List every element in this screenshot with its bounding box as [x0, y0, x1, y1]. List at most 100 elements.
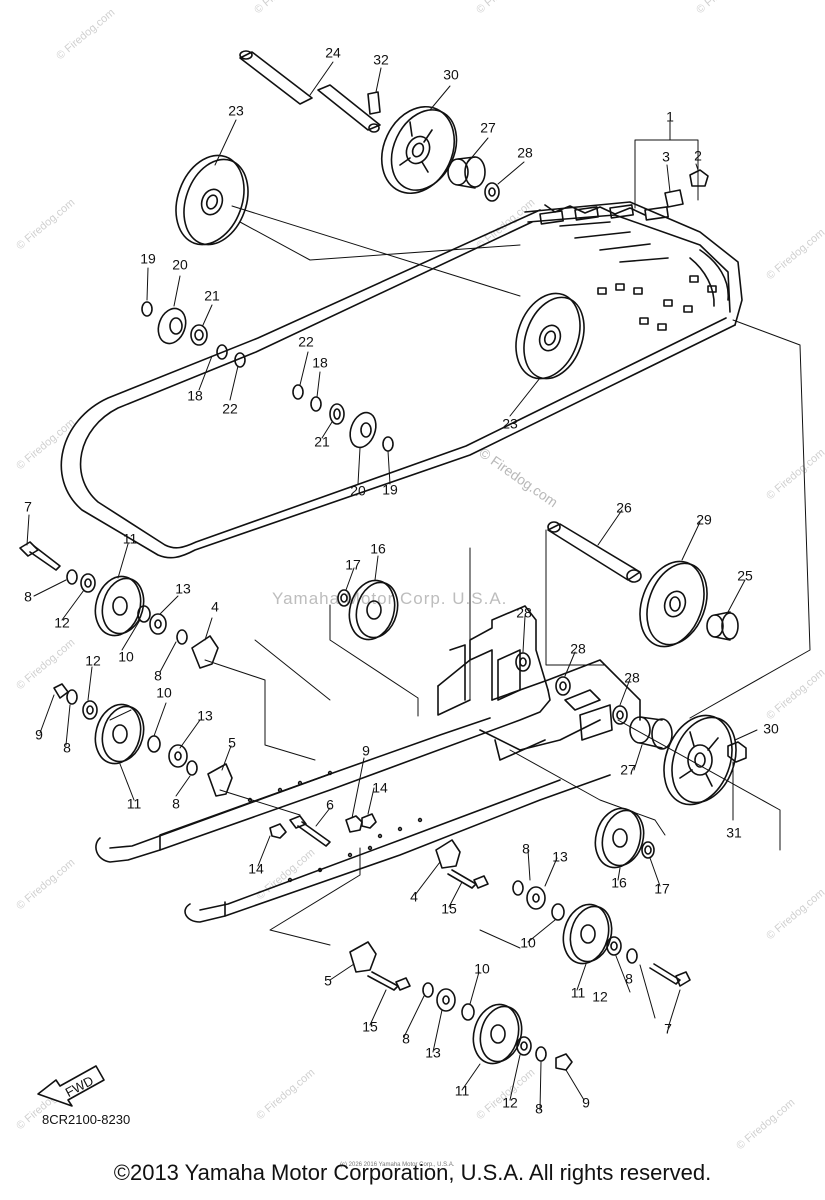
- label-leaders: [26, 61, 758, 1111]
- part-number-label: 21: [314, 434, 330, 450]
- part-29-wheel: [639, 560, 708, 648]
- drawing-lines: [19, 50, 811, 1111]
- part-number-label: 10: [520, 935, 536, 951]
- part-number-label: 4: [211, 599, 219, 615]
- part-number-label: 12: [592, 989, 608, 1005]
- part-number-label: 16: [611, 875, 627, 891]
- watermark-firedog: © Firedog.com: [764, 227, 825, 283]
- watermark-yamaha: Yamaha Motor Corp. U.S.A.: [272, 589, 507, 608]
- part-number-label: 7: [664, 1021, 672, 1037]
- part-number-label: 19: [140, 251, 156, 267]
- watermark-firedog-center: © Firedog.com: [476, 444, 561, 510]
- part-number-label: 14: [248, 861, 264, 877]
- slide-rail-frame: [95, 605, 641, 923]
- copyright-notice: ©2013 Yamaha Motor Corporation, U.S.A. A…: [113, 1160, 712, 1185]
- watermark-firedog: © Firedog.com: [764, 887, 825, 943]
- part-number-label: 3: [662, 149, 670, 165]
- left-roller-assembly-lower: [53, 683, 198, 776]
- left-bearing-stack: [141, 301, 246, 368]
- part-number-label: 22: [298, 334, 314, 350]
- part-number-label: 15: [441, 901, 457, 917]
- part-number-label: 15: [362, 1019, 378, 1035]
- part-7-bolt-left: [19, 541, 61, 571]
- watermark-firedog: © Firedog.com: [14, 197, 77, 253]
- part-6-bolt: [289, 815, 331, 847]
- part-number-label: 14: [372, 780, 388, 796]
- part-number-label: 10: [474, 961, 490, 977]
- part-number-label: 23: [228, 103, 244, 119]
- part-number-label: 17: [654, 881, 670, 897]
- part-number-label: 27: [620, 762, 636, 778]
- watermark-firedog: © Firedog.com: [694, 0, 757, 16]
- part-number-label: 21: [204, 288, 220, 304]
- part-number-label: 2: [694, 148, 702, 164]
- tiny-credit: (c) 2026 2016 Yamaha Motor Corp., U.S.A.: [340, 1162, 455, 1168]
- part-number-label: 9: [362, 743, 370, 759]
- part-23-wheel-left: [175, 154, 249, 246]
- middle-bearing-stack: [292, 384, 394, 452]
- part-4-bracket-lower: [435, 839, 461, 869]
- part-28-washer: [484, 182, 500, 202]
- part-16-roller-left: [337, 579, 399, 641]
- part-number-label: 13: [425, 1045, 441, 1061]
- part-number-label: 11: [127, 796, 142, 812]
- watermark-firedog: © Firedog.com: [252, 0, 315, 16]
- part-number-label: 12: [502, 1095, 518, 1111]
- part-23-wheel-right: [515, 292, 585, 380]
- part-number-label: 13: [175, 581, 191, 597]
- part-number-label: 31: [726, 825, 742, 841]
- part-number-label: 4: [410, 889, 418, 905]
- watermark-firedog: © Firedog.com: [14, 637, 77, 693]
- part-number-label: 8: [24, 589, 32, 605]
- part-number-label: 26: [616, 500, 632, 516]
- part-number-label: 5: [324, 973, 332, 989]
- left-roller-assembly-upper: [66, 569, 188, 645]
- watermark-firedog: © Firedog.com: [14, 417, 77, 473]
- part-number-label: 18: [187, 388, 203, 404]
- part-number-label: 1: [666, 109, 674, 125]
- part-15-bolt-upper: [447, 869, 489, 889]
- part-number-label: 8: [535, 1101, 543, 1117]
- part-number-label: 23: [502, 416, 518, 432]
- watermark-firedog: © Firedog.com: [734, 1097, 797, 1153]
- part-number-label: 8: [625, 971, 633, 987]
- part-4-bracket-upper: [191, 635, 219, 669]
- watermark-firedog: © Firedog.com: [254, 1067, 317, 1123]
- part-27-spacer-top: [447, 156, 486, 189]
- part-number-label: 28: [624, 670, 640, 686]
- part-number-label: 5: [228, 735, 236, 751]
- part-number-label: 27: [480, 120, 496, 136]
- part-32-pin: [367, 91, 381, 115]
- part-number-label: 10: [118, 649, 134, 665]
- part-number-label: 30: [443, 67, 459, 83]
- part-2-3-sliders: [664, 169, 709, 208]
- part-number-label: 17: [345, 557, 361, 573]
- part-number-label: 13: [552, 849, 568, 865]
- bottom-roller-assembly: [422, 982, 573, 1071]
- part-30-wheel-lower: [663, 714, 737, 806]
- part-number-label: 8: [63, 740, 71, 756]
- part-27-spacer-lower: [629, 716, 673, 750]
- watermark-firedog: © Firedog.com: [474, 0, 537, 16]
- part-labels: 1234455677888888889991010101011111111121…: [24, 45, 779, 1117]
- part-25-spacer: [706, 611, 739, 641]
- part-number-label: 9: [582, 1095, 590, 1111]
- part-number-label: 11: [455, 1083, 470, 1099]
- part-number-label: 8: [172, 796, 180, 812]
- part-number-label: 11: [571, 985, 586, 1001]
- watermark-firedog: © Firedog.com: [54, 7, 117, 63]
- part-number-label: 11: [123, 531, 138, 547]
- part-5-bracket-upper: [207, 763, 233, 797]
- part-30-wheel-top: [380, 105, 458, 195]
- diagram-code: 8CR2100-8230: [42, 1112, 130, 1127]
- part-16-roller-right: [594, 807, 655, 869]
- part-number-label: 7: [24, 499, 32, 515]
- lower-roller-assembly-right: [512, 880, 638, 965]
- fwd-arrow-icon: [37, 1065, 105, 1107]
- part-31-nut: [727, 741, 747, 763]
- watermark-firedog: © Firedog.com: [14, 857, 77, 913]
- part-number-label: 22: [222, 401, 238, 417]
- part-number-label: 8: [402, 1031, 410, 1047]
- part-number-label: 19: [382, 482, 398, 498]
